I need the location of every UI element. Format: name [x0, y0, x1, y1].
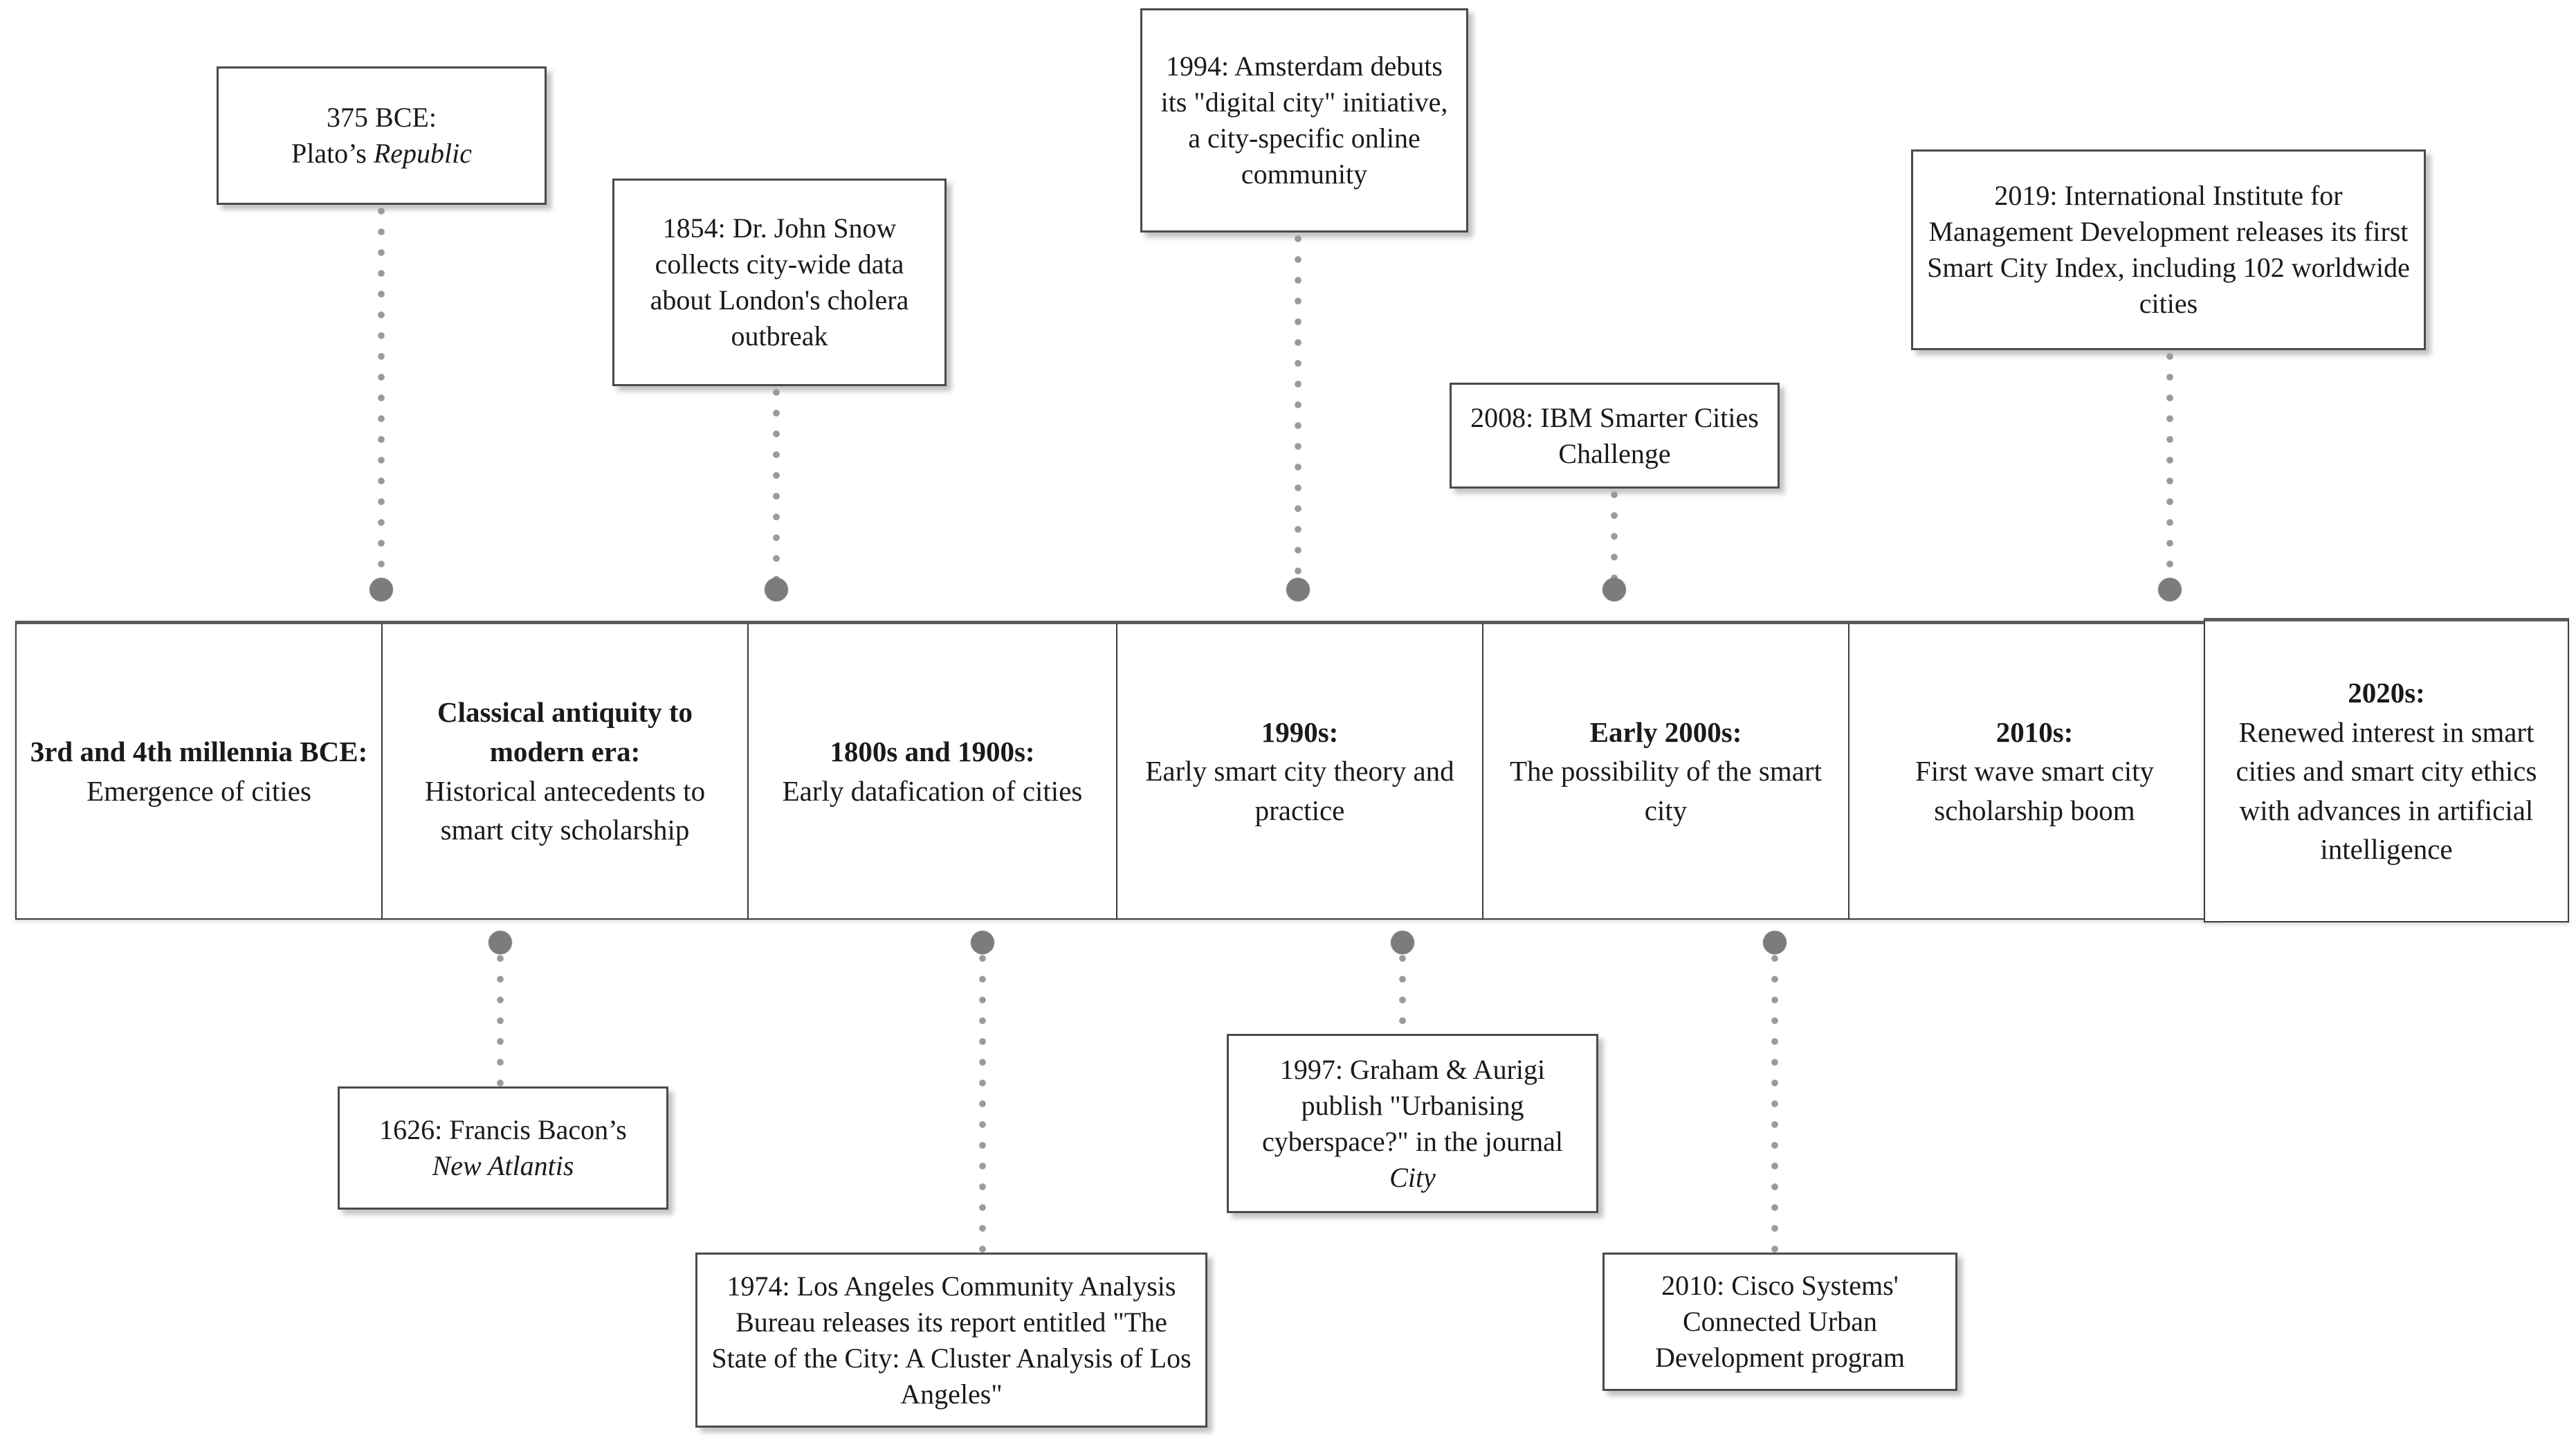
connector-1626: [497, 955, 504, 1093]
segment-body: The possibility of the smart city: [1510, 755, 1822, 826]
marker-2008: [1602, 578, 1626, 601]
callout-1854[interactable]: 1854: Dr. John Snow collects city-wide d…: [612, 179, 947, 386]
timeline-segment-1800s-1900s[interactable]: 1800s and 1900s: Early datafication of c…: [749, 624, 1117, 918]
segment-body: Historical antecedents to smart city sch…: [424, 774, 706, 846]
connector-375-bce: [378, 208, 385, 588]
timeline-segment-1990s[interactable]: 1990s: Early smart city theory and pract…: [1117, 624, 1483, 918]
segment-body: Early smart city theory and practice: [1145, 755, 1454, 826]
callout-1626-text: 1626: Francis Bacon’s New Atlantis: [379, 1114, 627, 1181]
timeline-segment-2020s[interactable]: 2020s: Renewed interest in smart cities …: [2204, 618, 2569, 922]
callout-2010[interactable]: 2010: Cisco Systems' Connected Urban Dev…: [1602, 1253, 1957, 1391]
connector-2010: [1771, 955, 1778, 1259]
timeline-segment-early-2000s[interactable]: Early 2000s: The possibility of the smar…: [1483, 624, 1849, 918]
callout-1854-text: 1854: Dr. John Snow collects city-wide d…: [650, 212, 909, 352]
connector-1854: [773, 389, 780, 588]
callout-1626[interactable]: 1626: Francis Bacon’s New Atlantis: [338, 1086, 668, 1210]
segment-head: 1800s and 1900s:: [830, 735, 1035, 767]
segment-body: First wave smart city scholarship boom: [1915, 755, 2155, 826]
timeline-segment-3rd-4th-millennia-bce[interactable]: 3rd and 4th millennia BCE: Emergence of …: [17, 624, 383, 918]
callout-375-bce-text: 375 BCE: Plato’s Republic: [291, 102, 473, 169]
segment-body: Renewed interest in smart cities and sma…: [2236, 716, 2537, 866]
connector-1997: [1399, 955, 1406, 1038]
timeline-segment-classical-antiquity[interactable]: Classical antiquity to modern era: Histo…: [383, 624, 749, 918]
callout-1994[interactable]: 1994: Amsterdam debuts its "digital city…: [1140, 8, 1468, 233]
callout-1997-text: 1997: Graham & Aurigi publish "Urbanisin…: [1261, 1053, 1564, 1193]
callout-2010-text: 2010: Cisco Systems' Connected Urban Dev…: [1655, 1270, 1905, 1373]
timeline-segment-2010s[interactable]: 2010s: First wave smart city scholarship…: [1849, 624, 2220, 918]
callout-375-bce[interactable]: 375 BCE: Plato’s Republic: [217, 66, 547, 205]
segment-head: Classical antiquity to modern era:: [437, 696, 693, 767]
segment-head: 2010s:: [1995, 716, 2074, 748]
segment-head: 1990s:: [1261, 716, 1339, 748]
segment-body: Emergence of cities: [86, 774, 311, 807]
marker-1997: [1391, 931, 1414, 954]
segment-head: Early 2000s:: [1589, 716, 1742, 748]
marker-1854: [765, 578, 788, 601]
callout-2008[interactable]: 2008: IBM Smarter Cities Challenge: [1450, 383, 1780, 489]
callout-1994-text: 1994: Amsterdam debuts its "digital city…: [1160, 51, 1448, 190]
callout-2019[interactable]: 2019: International Institute for Manage…: [1911, 149, 2426, 350]
marker-375-bce: [369, 578, 393, 601]
connector-2019: [2166, 353, 2173, 588]
timeline-bar: 3rd and 4th millennia BCE: Emergence of …: [15, 621, 2221, 920]
segment-head: 3rd and 4th millennia BCE:: [30, 735, 368, 767]
callout-2008-text: 2008: IBM Smarter Cities Challenge: [1470, 401, 1759, 469]
marker-2010: [1763, 931, 1787, 954]
callout-1997[interactable]: 1997: Graham & Aurigi publish "Urbanisin…: [1227, 1034, 1598, 1213]
marker-1974: [971, 931, 994, 954]
connector-1974: [979, 955, 986, 1259]
callout-2019-text: 2019: International Institute for Manage…: [1927, 180, 2410, 319]
callout-1974[interactable]: 1974: Los Angeles Community Analysis Bur…: [695, 1253, 1207, 1428]
marker-2019: [2158, 578, 2182, 601]
connector-2008: [1611, 491, 1618, 588]
marker-1994: [1286, 578, 1310, 601]
marker-1626: [488, 931, 512, 954]
segment-head: 2020s:: [2348, 677, 2425, 709]
callout-1974-text: 1974: Los Angeles Community Analysis Bur…: [711, 1270, 1191, 1410]
connector-1994: [1295, 235, 1301, 588]
segment-body: Early datafication of cities: [782, 774, 1083, 807]
